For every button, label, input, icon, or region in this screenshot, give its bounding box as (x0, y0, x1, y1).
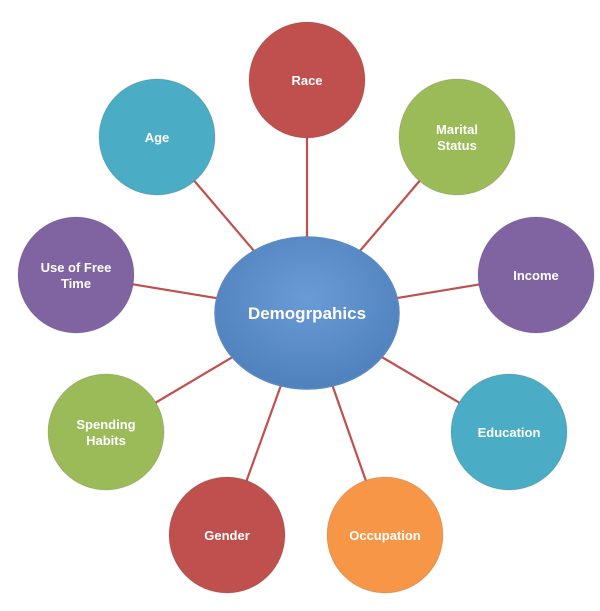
node-circle-use-of-free-time (17, 216, 135, 334)
connector-marital-status (356, 178, 422, 255)
node-label-spending-habits-line-1: Spending (76, 417, 135, 432)
node-label-marital-status-line-2: Status (437, 138, 477, 153)
node-label-race: Race (291, 73, 322, 88)
node-age: Age (98, 78, 216, 196)
node-label-income: Income (513, 268, 559, 283)
node-label-gender: Gender (204, 528, 250, 543)
node-circle-occupation (326, 476, 444, 594)
node-label-use-of-free-time-line-2: Time (61, 276, 91, 291)
connector-spending-habits (153, 354, 237, 405)
node-label-spending-habits-line-2: Habits (86, 433, 126, 448)
connector-gender (244, 381, 284, 483)
nodes: RaceMaritalStatusIncomeEducationOccupati… (17, 21, 595, 594)
connector-use-of-free-time (131, 283, 221, 300)
connector-occupation (330, 381, 368, 483)
node-label-age: Age (145, 130, 170, 145)
node-circle-age (98, 78, 216, 196)
center-label: Demogrpahics (248, 304, 366, 323)
node-income: Income (477, 216, 595, 334)
node-education: Education (450, 373, 568, 491)
node-label-occupation: Occupation (349, 528, 421, 543)
node-label-education: Education (478, 425, 541, 440)
connectors (131, 136, 481, 483)
center-ellipse (214, 236, 400, 390)
connector-income (393, 283, 481, 300)
node-label-use-of-free-time-line-1: Use of Free (41, 260, 112, 275)
center-node: Demogrpahics (214, 236, 400, 390)
node-circle-marital-status (398, 78, 516, 196)
connector-age (192, 178, 258, 255)
node-circle-race (248, 21, 366, 139)
node-gender: Gender (168, 476, 286, 594)
node-race: Race (248, 21, 366, 139)
connector-education (377, 354, 462, 405)
node-circle-spending-habits (47, 373, 165, 491)
node-circle-gender (168, 476, 286, 594)
node-occupation: Occupation (326, 476, 444, 594)
node-label-marital-status-line-1: Marital (436, 122, 478, 137)
node-circle-income (477, 216, 595, 334)
node-circle-education (450, 373, 568, 491)
